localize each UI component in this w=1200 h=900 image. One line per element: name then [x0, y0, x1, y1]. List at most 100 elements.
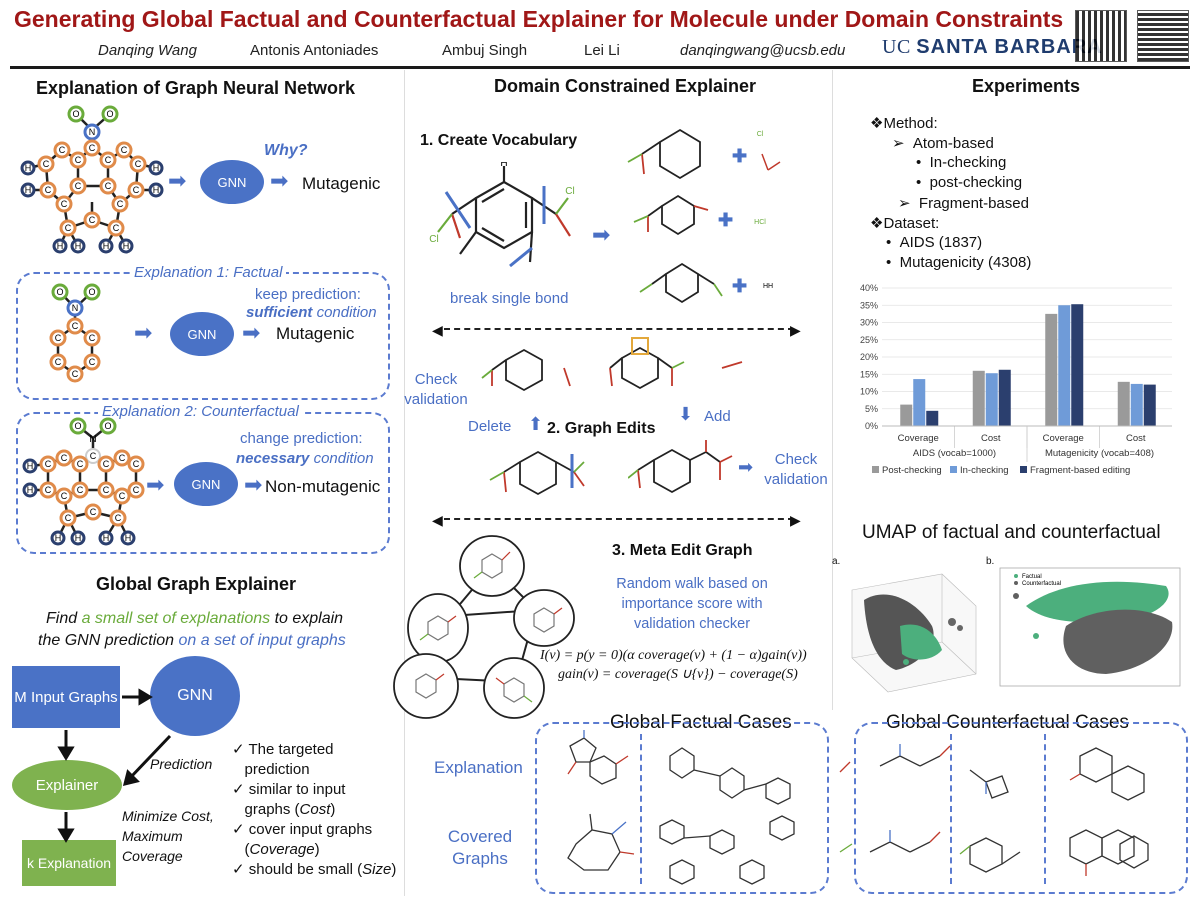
- y-tick-label: 5%: [865, 404, 878, 414]
- method-in-checking: • In-checking: [916, 154, 1007, 171]
- svg-text:C: C: [121, 145, 128, 155]
- legend-label: Post-checking: [882, 465, 942, 476]
- arrow-down-icon: ⬇: [678, 404, 694, 424]
- poster-title: Generating Global Factual and Counterfac…: [14, 6, 1064, 32]
- svg-text:✚: ✚: [718, 210, 733, 230]
- svg-text:C: C: [90, 507, 97, 517]
- global-explainer-arrows: [57, 688, 172, 843]
- svg-text:C: C: [135, 159, 142, 169]
- sufficient-condition-label: sufficient condition: [246, 304, 377, 321]
- bar: [900, 404, 913, 426]
- section-explanation-gnn: Explanation of Graph Neural Network: [36, 78, 356, 98]
- y-tick-label: 20%: [860, 352, 878, 362]
- gnn-node-3: GNN: [174, 462, 238, 506]
- svg-text:C: C: [133, 459, 140, 469]
- change-prediction-label: change prediction:: [240, 430, 363, 447]
- author-email: danqingwang@ucsb.edu: [680, 42, 846, 59]
- svg-text:C: C: [75, 155, 82, 165]
- svg-text:C: C: [55, 333, 62, 343]
- svg-text:C: C: [133, 185, 140, 195]
- section-domain-explainer: Domain Constrained Explainer: [494, 76, 757, 96]
- svg-text:C: C: [90, 451, 97, 461]
- svg-text:H: H: [103, 533, 110, 543]
- arrow-right-icon: ➡: [134, 320, 153, 345]
- add-label: Add: [704, 408, 731, 425]
- svg-text:C: C: [89, 357, 96, 367]
- step-create-vocabulary: 1. Create Vocabulary: [420, 132, 578, 149]
- x-tick-label: Coverage: [1043, 433, 1084, 444]
- svg-text:C: C: [45, 459, 52, 469]
- y-tick-label: 35%: [860, 300, 878, 310]
- umap-3d-plot: [851, 573, 977, 693]
- bar: [1130, 383, 1143, 426]
- step-divider-2: [444, 518, 794, 520]
- svg-text:H: H: [25, 163, 32, 173]
- explainer-criteria: ✓ The targeted prediction ✓ similar to i…: [232, 740, 402, 880]
- svg-text:H: H: [153, 185, 160, 195]
- svg-text:C: C: [61, 453, 68, 463]
- arrow-right-icon: ➡: [592, 222, 611, 247]
- arrow-left-icon: ◀: [432, 322, 443, 338]
- header-divider: [10, 66, 1190, 69]
- check-validation-right[interactable]: Check validation: [764, 451, 828, 488]
- qr-code-icon-2[interactable]: [1137, 10, 1189, 62]
- svg-text:H: H: [75, 533, 82, 543]
- svg-text:O: O: [104, 421, 111, 431]
- svg-text:C: C: [119, 491, 126, 501]
- svg-text:N: N: [72, 303, 79, 313]
- svg-text:H: H: [27, 485, 34, 495]
- factual-cases-box: [535, 722, 829, 894]
- svg-text:H: H: [75, 241, 82, 251]
- check-validation-left[interactable]: Check validation: [404, 371, 468, 408]
- svg-text:HCl: HCl: [754, 219, 766, 226]
- arrow-right-head-icon: ▶: [790, 512, 801, 528]
- y-tick-label: 25%: [860, 335, 878, 345]
- factual-title: Explanation 1: Factual: [130, 264, 287, 281]
- explanation-row-label: Explanation: [434, 758, 523, 777]
- gain-equation: gain(v) = coverage(S ∪{v}) − coverage(S): [558, 667, 798, 682]
- svg-text:C: C: [59, 145, 66, 155]
- arrow-right-icon: ➡: [146, 472, 165, 497]
- arrow-right-icon: ➡: [244, 472, 263, 497]
- y-tick-label: 40%: [860, 283, 878, 293]
- dataset-mutag: • Mutagenicity (4308): [886, 254, 1032, 271]
- arrow-right-icon: ➡: [168, 168, 187, 193]
- mutagenic-label-2: Mutagenic: [276, 324, 355, 343]
- bar: [1143, 384, 1156, 426]
- arrow-up-icon: ⬆: [528, 414, 544, 434]
- legend-swatch: [1020, 466, 1027, 473]
- edit-fragment-1: [481, 348, 571, 392]
- bar: [972, 370, 985, 426]
- minimize-label: Minimize Cost, Maximum Coverage: [122, 808, 214, 864]
- svg-text:C: C: [77, 485, 84, 495]
- counterfactual-title: Explanation 2: Counterfactual: [98, 403, 303, 420]
- edit-result-molecule: [628, 440, 733, 494]
- gnn-node-4: GNN: [150, 656, 240, 736]
- svg-text:C: C: [61, 491, 68, 501]
- edit-fragment-2: [609, 337, 743, 390]
- qr-code-icon[interactable]: [1075, 10, 1127, 62]
- svg-text:C: C: [72, 369, 79, 379]
- explainer-node: Explainer: [12, 760, 122, 810]
- y-tick-label: 15%: [860, 369, 878, 379]
- svg-text:C: C: [105, 155, 112, 165]
- umap-2d-plot: Factual Counterfactual: [999, 567, 1181, 687]
- svg-text:C: C: [65, 223, 72, 233]
- section-global-explainer: Global Graph Explainer: [96, 574, 297, 594]
- case-molecules: [567, 730, 1149, 885]
- necessary-condition-label: necessary condition: [236, 450, 374, 467]
- arrow-right-icon: ➡: [738, 457, 754, 477]
- bar: [1071, 304, 1084, 426]
- svg-text:C: C: [113, 223, 120, 233]
- legend-label: Fragment-based editing: [1030, 465, 1130, 476]
- svg-text:H: H: [55, 533, 62, 543]
- svg-text:H: H: [27, 461, 34, 471]
- svg-text:H: H: [123, 241, 130, 251]
- legend-label: In-checking: [960, 465, 1009, 476]
- nonmutagenic-label: Non-mutagenic: [265, 477, 381, 496]
- svg-text:Cl: Cl: [565, 186, 574, 197]
- svg-text:C: C: [61, 199, 68, 209]
- x-tick-label: Cost: [1126, 433, 1146, 444]
- bar: [913, 379, 926, 426]
- factual-divider: [640, 734, 642, 884]
